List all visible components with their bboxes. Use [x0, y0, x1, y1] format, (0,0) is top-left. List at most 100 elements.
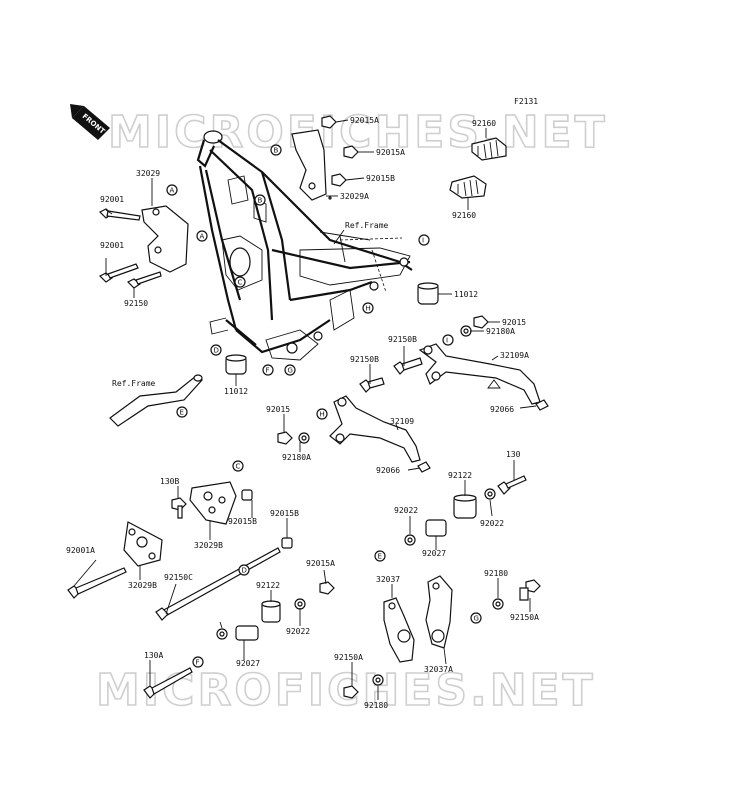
bolt-92150A-right — [519, 579, 541, 601]
footrest-bracket-32109 — [329, 395, 421, 463]
bolt-92150B-right — [393, 357, 423, 375]
svg-text:A: A — [170, 187, 175, 195]
svg-text:H: H — [366, 305, 371, 313]
bolt-92001-upper — [98, 208, 141, 221]
ref-frame-tube — [109, 374, 203, 427]
washer-92180A-right — [460, 325, 472, 337]
callout-G-bracket: G — [470, 612, 482, 624]
callout-B-bracket: B — [270, 144, 282, 156]
bracket-32037 — [383, 597, 415, 663]
watermark-top: MICROFICHES.NET — [108, 107, 608, 158]
callout-D-frame: D — [210, 344, 222, 356]
part-label: 92001 — [100, 241, 124, 250]
collar-92015B-left — [241, 489, 253, 501]
bracket-32029A — [291, 129, 327, 201]
callout-B-frame: B — [254, 194, 266, 206]
spacer-11012-left — [225, 354, 247, 375]
washer-92180-right — [492, 598, 504, 610]
part-label: 92150B — [350, 355, 379, 364]
part-label: 92015A — [350, 116, 379, 125]
part-label: 92027 — [422, 549, 446, 558]
washer-92022-right — [484, 488, 496, 500]
nut-92015A-second — [343, 145, 359, 159]
part-label: 92015 — [502, 318, 526, 327]
bolt-92001-lower — [98, 263, 139, 283]
part-label: 32029A — [340, 192, 369, 201]
ref-frame-left: Ref.Frame — [112, 379, 156, 388]
callout-A-frame: A — [196, 230, 208, 242]
part-label: 92066 — [376, 466, 400, 475]
callout-G-frame: G — [284, 364, 296, 376]
part-label: 92015B — [366, 174, 395, 183]
bracket-32029 — [141, 205, 189, 273]
part-label: 32029B — [128, 581, 157, 590]
callout-A-bracket: A — [166, 184, 178, 196]
bolt-92150B-centre — [359, 377, 385, 393]
bolt-92001A — [67, 567, 127, 599]
bearing-92160-upper — [471, 137, 507, 161]
part-label: 11012 — [224, 387, 248, 396]
svg-text:D: D — [214, 347, 219, 355]
part-label: 130B — [160, 477, 179, 486]
callout-H-footrest: H — [316, 408, 328, 420]
nut-92015-centre — [277, 431, 293, 445]
part-label: 92001A — [66, 546, 95, 555]
bolt-130A — [143, 667, 193, 699]
svg-text:A: A — [200, 233, 205, 241]
callout-I-footrest: I — [442, 334, 454, 346]
part-label: 92022 — [480, 519, 504, 528]
spring-92066-centre — [417, 461, 431, 473]
bolt-130-right — [497, 475, 527, 495]
callout-F-frame: F — [262, 364, 274, 376]
callout-B-bracket-low — [328, 196, 332, 200]
part-label: 92160 — [452, 211, 476, 220]
nut-92015B-top — [331, 173, 347, 187]
part-label: 32109A — [500, 351, 529, 360]
part-label: 92015A — [306, 559, 335, 568]
figure-code: F2131 — [514, 97, 538, 106]
callout-D-bolt: D — [238, 564, 250, 576]
part-number-labels: 92015A 92015A 92015B 32029A 92160 92160 … — [66, 116, 539, 710]
svg-text:G: G — [288, 367, 293, 375]
washer-92022-mid — [404, 534, 416, 546]
svg-text:C: C — [236, 463, 241, 471]
part-label: 92122 — [256, 581, 280, 590]
part-label: 11012 — [454, 290, 478, 299]
part-label: 92180 — [364, 701, 388, 710]
part-label: 92015B — [228, 517, 257, 526]
part-label: 92022 — [394, 506, 418, 515]
svg-text:E: E — [378, 553, 382, 561]
svg-text:I: I — [422, 237, 424, 245]
plate-32029B-lower — [123, 521, 163, 567]
callout-E-ref: E — [176, 406, 188, 418]
part-label: 32037A — [424, 665, 453, 674]
part-label: 32029 — [136, 169, 160, 178]
svg-text:B: B — [258, 197, 263, 205]
part-label: 92150C — [164, 573, 193, 582]
svg-text:F: F — [196, 659, 200, 667]
part-label: 92180A — [282, 453, 311, 462]
part-label: 130 — [506, 450, 521, 459]
collar-92015B-centre — [281, 537, 293, 549]
callout-H-frame: H — [362, 302, 374, 314]
svg-text:D: D — [242, 567, 247, 575]
svg-text:H: H — [320, 411, 325, 419]
svg-text:G: G — [474, 615, 479, 623]
svg-text:B: B — [274, 147, 279, 155]
leader-lines — [73, 119, 537, 700]
spacer-11012-right — [417, 282, 439, 305]
part-label: 92150A — [334, 653, 363, 662]
svg-text:C: C — [238, 279, 243, 287]
callout-I-frame: I — [418, 234, 430, 246]
part-label: 92150B — [388, 335, 417, 344]
part-label: 130A — [144, 651, 163, 660]
nut-92015-right — [473, 315, 489, 329]
spacer-92122-left — [261, 600, 281, 623]
part-label: 92015 — [266, 405, 290, 414]
washer-92180A-centre — [298, 432, 310, 444]
svg-text:I: I — [446, 337, 448, 345]
part-label: 92066 — [490, 405, 514, 414]
part-label: 92180A — [486, 327, 515, 336]
part-label: 92015B — [270, 509, 299, 518]
